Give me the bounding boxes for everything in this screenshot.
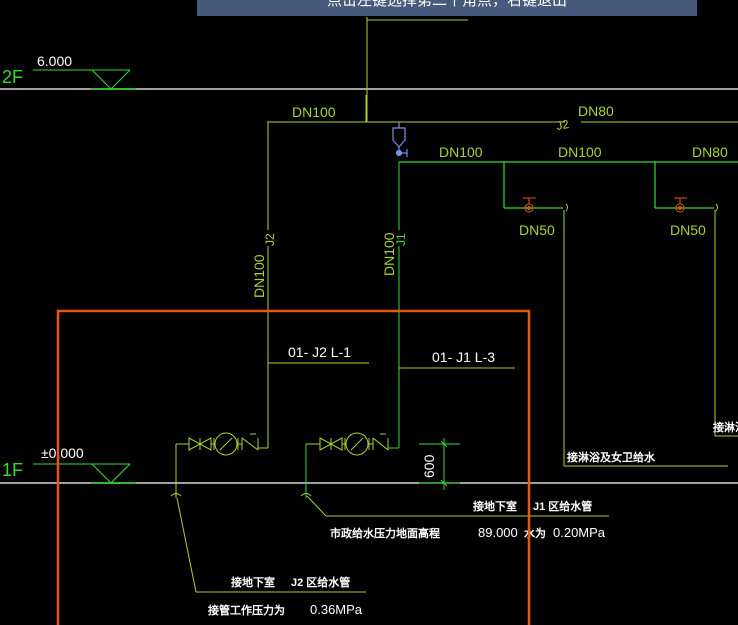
pipe-label-main-right: DN80: [578, 103, 614, 119]
pipe-label-sub-2: DN50: [670, 222, 706, 238]
annotation-j1-value: 89.000: [478, 525, 518, 540]
annotation-j1-pressure-label: 市政给水压力地面高程: [330, 526, 440, 540]
annotation-j1-title-b: J1 区给水管: [533, 499, 592, 513]
branch-pipes: [399, 161, 738, 209]
valve-assembly-right: [305, 432, 389, 498]
annotation-j2-title-a: 接地下室: [231, 575, 275, 589]
pipe-label-branch-3: DN80: [692, 144, 728, 160]
annotation-j2-title-b: J2 区给水管: [291, 575, 350, 589]
pipe-marker-j2-top: J2: [555, 117, 570, 133]
pipe-label-branch-1: DN100: [439, 144, 483, 160]
pipe-marker-j2-riser: J2: [263, 233, 277, 246]
annotation-shower-supply: 接淋浴及女卫给水: [567, 450, 656, 464]
riser-tag-right: 01- J1 L-3: [432, 349, 495, 365]
pipe-label-riser-left: DN100: [251, 254, 267, 298]
valve-icon-sub-1: [523, 197, 536, 213]
floor-label-2f: 2F: [2, 67, 23, 87]
valve-icon-sub-2: [674, 197, 687, 213]
pipe-label-branch-2: DN100: [558, 144, 602, 160]
annotation-j1-title-a: 接地下室: [473, 499, 517, 513]
annotation-j1-pressure: 0.20MPa: [553, 525, 606, 540]
elevation-marker-1f: 1F ±0.000: [2, 445, 136, 484]
pipe-label-sub-1: DN50: [519, 222, 555, 238]
backflow-fixture-icon: [392, 122, 408, 157]
pipe-label-main-left: DN100: [292, 104, 336, 120]
command-prompt-banner: 点击左键选择第二个角点，右键退出: [197, 0, 697, 16]
valve-assembly-left: [175, 432, 259, 498]
sub-downpipes: [563, 203, 738, 467]
command-prompt-text: 点击左键选择第二个角点，右键退出: [326, 0, 567, 9]
elevation-1f: ±0.000: [41, 445, 84, 461]
pipe-label-riser-right: DN100: [381, 232, 397, 276]
pipe-marker-j1-riser: J1: [394, 233, 408, 246]
elevation-2f: 6.000: [37, 53, 72, 69]
annotation-leaders: [170, 493, 609, 593]
dimension-text-600: 600: [421, 454, 437, 478]
riser-tag-leaders: [268, 362, 515, 369]
annotation-j2-pressure: 0.36MPa: [310, 602, 363, 617]
selection-rectangle[interactable]: [56, 309, 531, 625]
floor-label-1f: 1F: [2, 460, 23, 480]
riser-tag-left: 01- J2 L-1: [288, 344, 351, 360]
annotation-j1-value-b: 水为: [524, 526, 546, 540]
elevation-marker-2f: 2F 6.000: [2, 53, 136, 90]
annotation-j2-pressure-label: 接管工作压力为: [208, 603, 285, 617]
pipe-network: [258, 17, 738, 449]
dimension-600: [419, 438, 460, 490]
annotation-shower-supply-cut: 接淋浴: [713, 420, 738, 434]
